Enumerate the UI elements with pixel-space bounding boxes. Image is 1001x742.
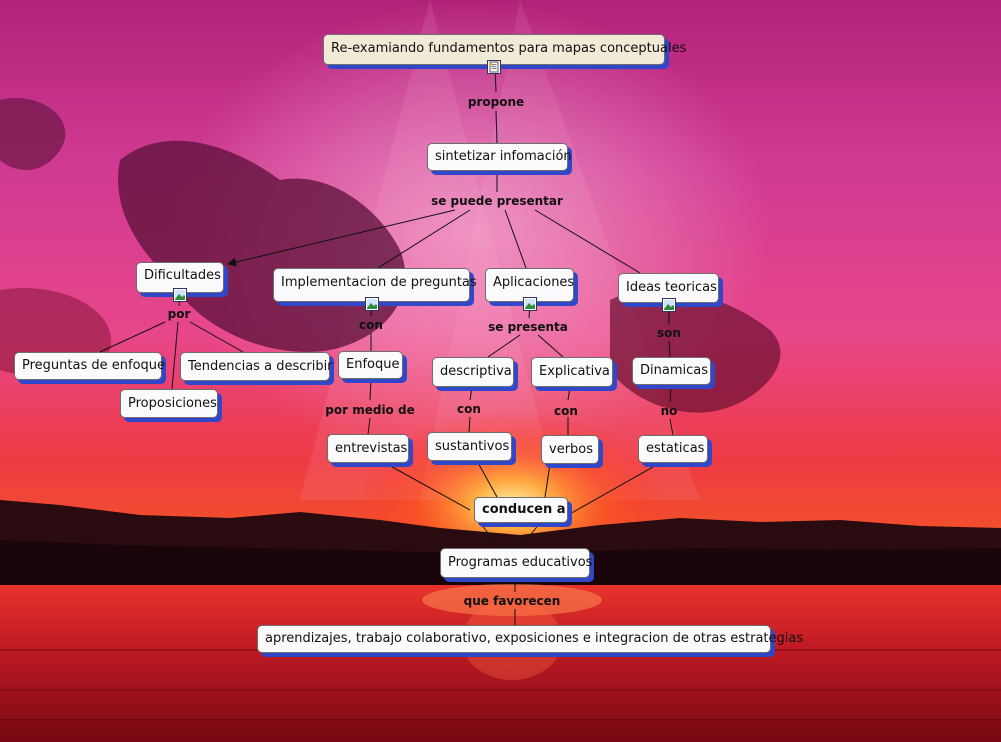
link-label-se-presenta: se presenta [488, 320, 568, 334]
link-label-se-puede-presentar: se puede presentar [431, 194, 563, 208]
image-icon[interactable] [661, 298, 676, 312]
node-descriptiva[interactable]: descriptiva [432, 357, 514, 387]
node-programas-label: Programas educativos [448, 555, 593, 570]
node-enfoque[interactable]: Enfoque [338, 351, 403, 379]
image-icon[interactable] [364, 297, 379, 311]
node-preguntas-enfoque[interactable]: Preguntas de enfoque [14, 352, 166, 380]
node-aprendizajes[interactable]: aprendizajes, trabajo colaborativo, expo… [257, 625, 804, 653]
node-implementacion-label: Implementacion de preguntas [281, 275, 477, 290]
node-entrevistas-label: entrevistas [335, 441, 408, 456]
node-conducen[interactable]: conducen a [474, 497, 568, 523]
node-ideas-label: Ideas teoricas [626, 280, 717, 295]
node-sustantivos-label: sustantivos [435, 439, 510, 454]
image-icon[interactable] [522, 297, 537, 311]
node-tendencias[interactable]: Tendencias a describir [180, 352, 333, 381]
node-verbos[interactable]: verbos [541, 435, 599, 464]
link-label-con: con [554, 404, 578, 418]
node-estaticas-label: estaticas [646, 441, 705, 456]
node-ideas[interactable]: Ideas teoricas [618, 273, 719, 312]
link-label-con: con [457, 402, 481, 416]
link-label-que-favorecen: que favorecen [463, 594, 561, 608]
node-dificultades[interactable]: Dificultades [136, 262, 224, 302]
link-label-por-medio-de: por medio de [325, 403, 415, 417]
node-aplicaciones[interactable]: Aplicaciones [485, 268, 575, 311]
image-icon[interactable] [173, 288, 187, 302]
node-root[interactable]: Re-examiando fundamentos para mapas conc… [323, 34, 687, 74]
node-programas[interactable]: Programas educativos [440, 548, 593, 578]
node-explicativa[interactable]: Explicativa [531, 357, 613, 387]
node-dinamicas[interactable]: Dinamicas [632, 357, 711, 385]
node-proposiciones[interactable]: Proposiciones [120, 389, 218, 418]
node-dinamicas-label: Dinamicas [640, 363, 708, 378]
node-estaticas[interactable]: estaticas [638, 435, 708, 463]
node-root-label: Re-examiando fundamentos para mapas conc… [331, 41, 687, 56]
node-implementacion[interactable]: Implementacion de preguntas [273, 268, 477, 311]
node-conducen-label: conducen a [482, 502, 566, 517]
node-verbos-label: verbos [549, 442, 594, 457]
node-sintetizar[interactable]: sintetizar infomación [427, 143, 572, 171]
node-entrevistas[interactable]: entrevistas [327, 434, 409, 463]
node-dificultades-label: Dificultades [144, 268, 221, 283]
link-label-por: por [167, 307, 191, 321]
node-proposiciones-label: Proposiciones [128, 396, 217, 411]
node-enfoque-label: Enfoque [346, 357, 400, 372]
node-aplicaciones-label: Aplicaciones [493, 275, 575, 290]
node-aprendizajes-label: aprendizajes, trabajo colaborativo, expo… [265, 631, 804, 646]
link-label-son: son [657, 326, 681, 340]
link-label-con: con [359, 318, 383, 332]
node-explicativa-label: Explicativa [539, 364, 610, 379]
link-label-propone: propone [467, 95, 525, 109]
link-label-no: no [660, 404, 678, 418]
document-icon[interactable] [487, 60, 501, 74]
node-sustantivos[interactable]: sustantivos [427, 432, 512, 461]
node-preguntas-enfoque-label: Preguntas de enfoque [22, 358, 166, 373]
node-sintetizar-label: sintetizar infomación [435, 149, 572, 164]
node-tendencias-label: Tendencias a describir [188, 359, 333, 374]
node-descriptiva-label: descriptiva [440, 364, 512, 379]
